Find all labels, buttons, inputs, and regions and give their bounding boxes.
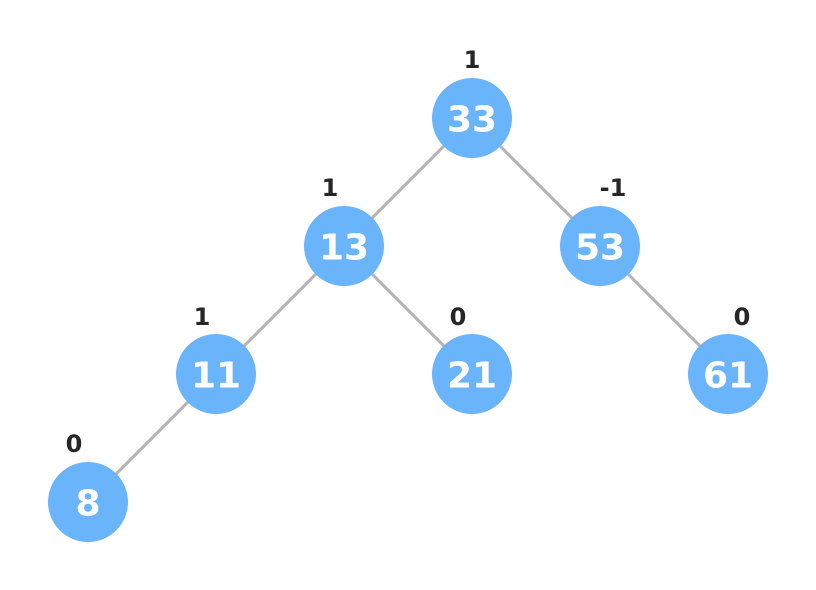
node-value: 8 bbox=[75, 484, 100, 525]
node-value: 13 bbox=[319, 228, 369, 269]
node-circle bbox=[432, 334, 512, 414]
node-circle bbox=[560, 206, 640, 286]
node-value: 33 bbox=[447, 100, 497, 141]
tree-node-61: 61 0 bbox=[688, 303, 768, 414]
node-value: 53 bbox=[575, 228, 625, 269]
node-value: 21 bbox=[447, 356, 497, 397]
node-value: 11 bbox=[191, 356, 241, 397]
balance-factor-label: -1 bbox=[600, 174, 627, 202]
balance-factor-label: 0 bbox=[450, 303, 467, 331]
tree-node-11: 111 bbox=[176, 303, 256, 414]
balance-factor-label: 0 bbox=[734, 303, 751, 331]
node-circle bbox=[304, 206, 384, 286]
balance-factor-label: 1 bbox=[322, 174, 339, 202]
node-circle bbox=[688, 334, 768, 414]
balance-factor-label: 1 bbox=[464, 46, 481, 74]
tree-node-53: 53 -1 bbox=[560, 174, 640, 286]
balance-factor-label: 0 bbox=[66, 430, 83, 458]
node-circle bbox=[48, 462, 128, 542]
tree-node-33: 33 1 bbox=[432, 46, 512, 158]
balance-factor-label: 1 bbox=[194, 303, 211, 331]
node-value: 61 bbox=[703, 356, 753, 397]
node-circle bbox=[432, 78, 512, 158]
tree-node-13: 13 1 bbox=[304, 174, 384, 286]
edges-layer bbox=[86, 116, 730, 504]
node-circle bbox=[176, 334, 256, 414]
tree-node-8: 80 bbox=[48, 430, 128, 542]
tree-node-21: 21 0 bbox=[432, 303, 512, 414]
